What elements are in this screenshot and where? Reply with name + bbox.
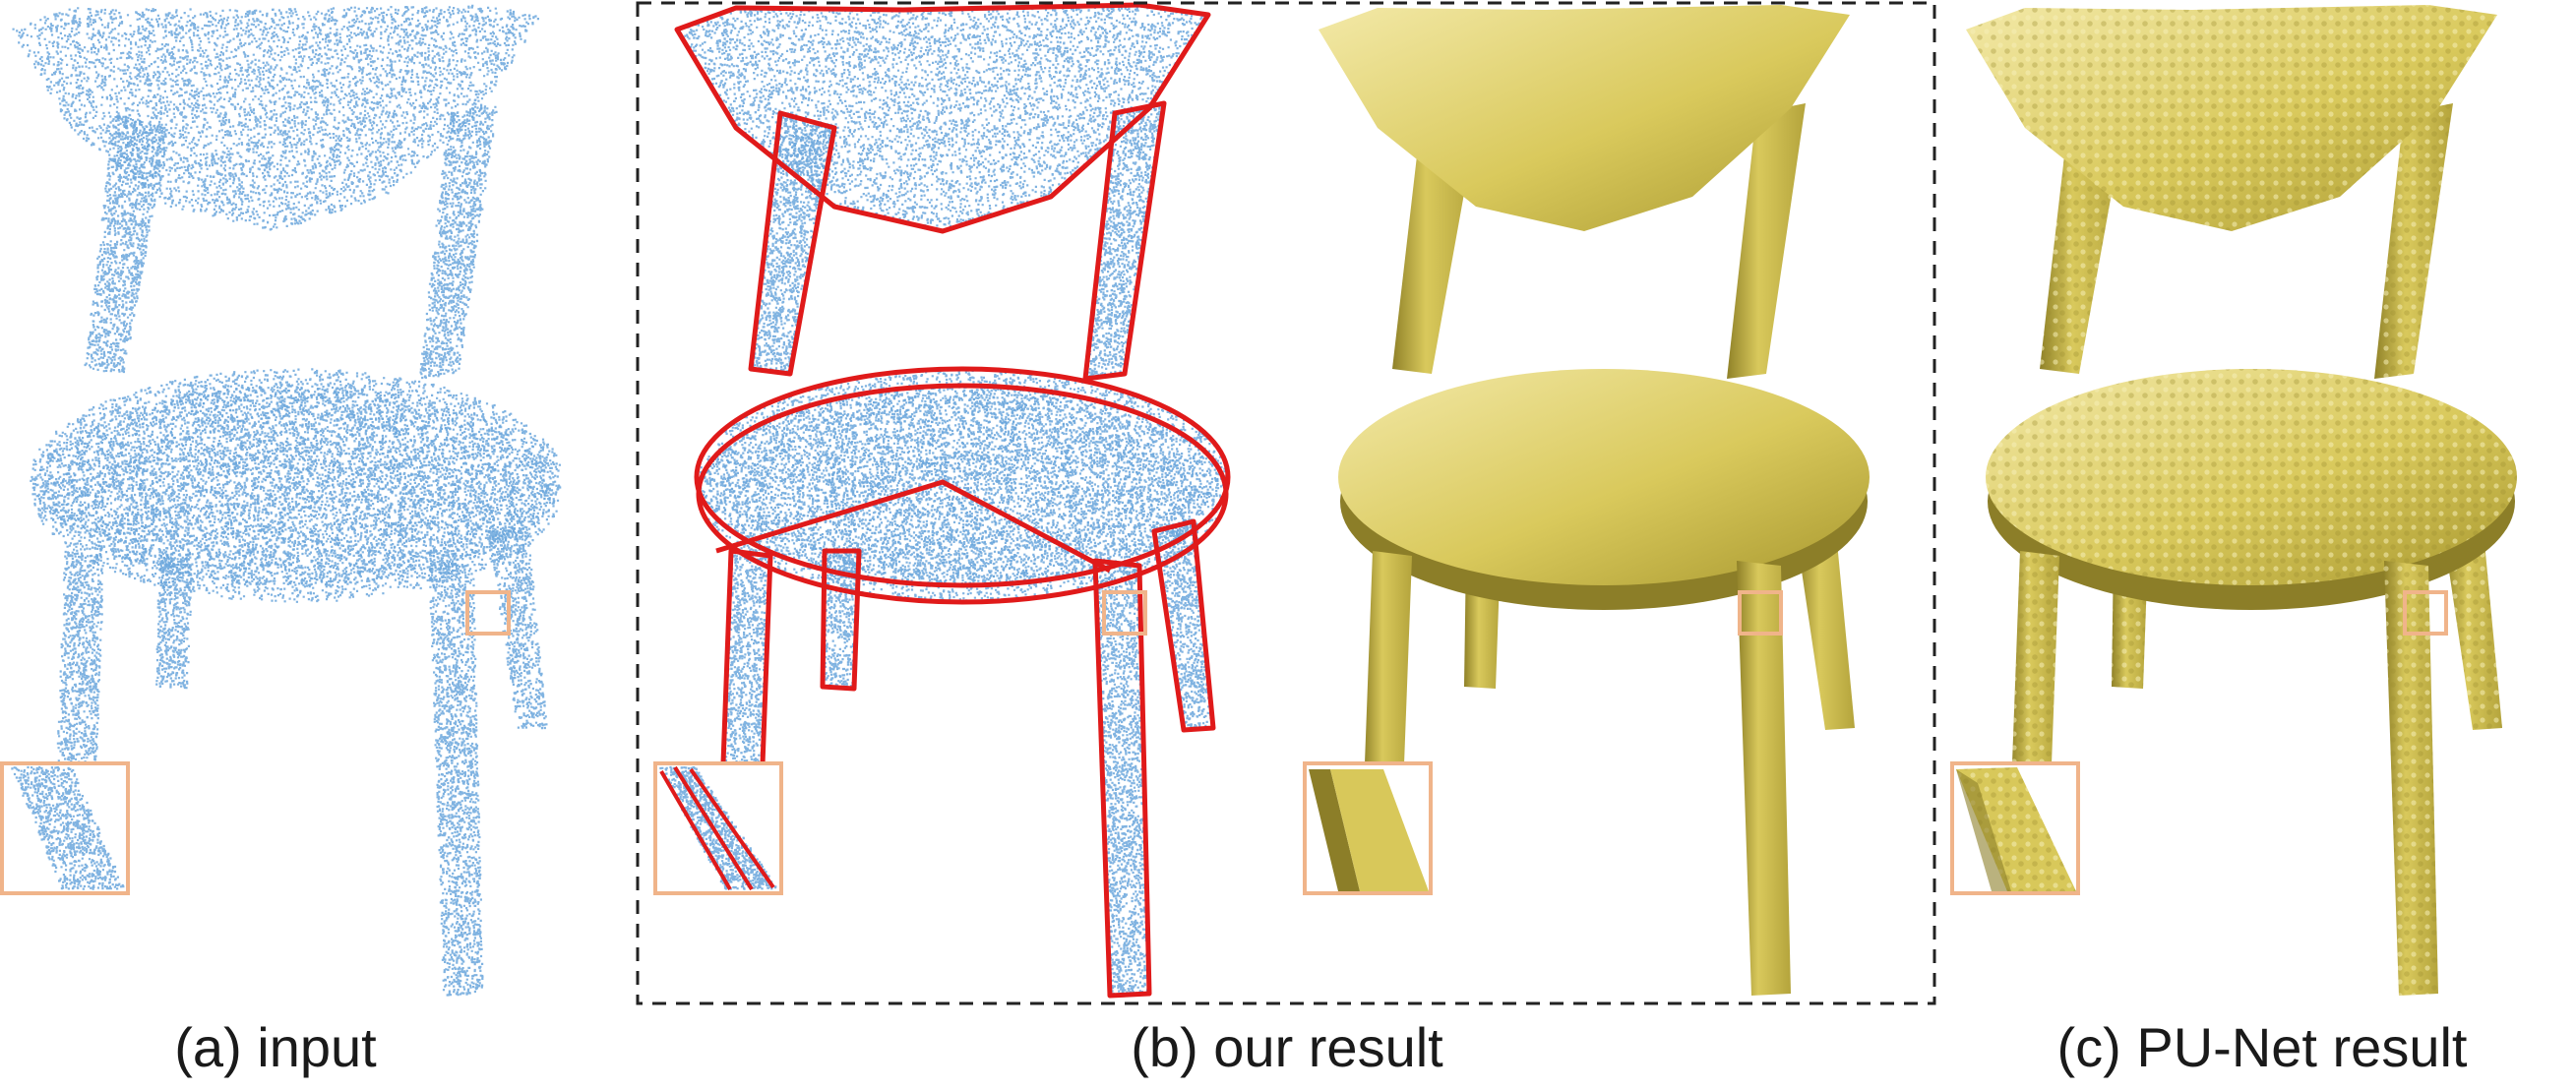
zoom-marker-box [1738,590,1783,636]
panel-b-smooth-mesh [1303,5,1870,996]
caption-b: (b) our result [1131,1016,1443,1078]
caption-c: (c) PU-Net result [2056,1016,2468,1078]
zoom-inset [653,761,783,895]
zoom-inset [0,761,130,895]
panel-b-point-cloud-with-edges [653,2,1231,999]
zoom-marker-box [1102,590,1147,636]
caption-a: (a) input [174,1016,377,1078]
zoom-marker-box [465,590,511,636]
our-result-dashed-frame [636,1,1936,1005]
panel-a-input-point-cloud [0,4,562,997]
zoom-inset [1950,761,2080,895]
zoom-marker-box [2403,590,2448,636]
zoom-inset [1303,761,1433,895]
panel-c-pu-net-mesh [1950,5,2517,996]
